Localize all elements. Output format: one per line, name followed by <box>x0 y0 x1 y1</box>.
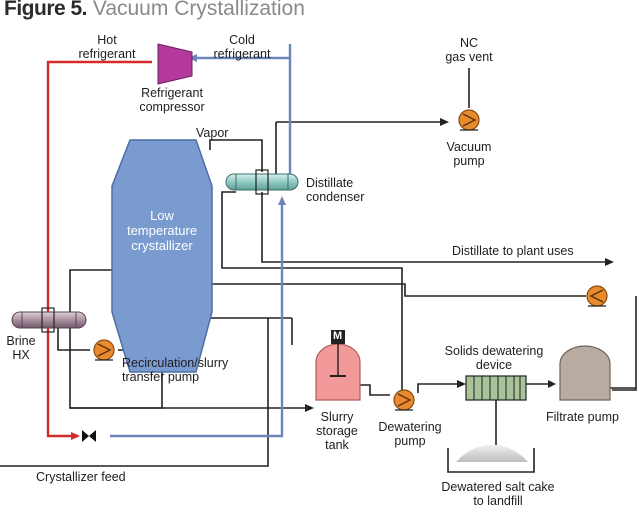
nc-gas-vent-label: NC gas vent <box>445 36 493 64</box>
crystallizer-label: Low temperature crystallizer <box>126 208 198 253</box>
salt-cake-bin <box>447 444 535 473</box>
distillate-line <box>261 192 605 263</box>
expansion-valve <box>82 430 96 442</box>
dewatered-salt-cake-label: Dewatered salt cake to landfill <box>441 480 555 508</box>
pump-to-device-line <box>417 383 462 393</box>
feed-line <box>0 318 269 467</box>
cold-refrigerant-label: Cold refrigerant <box>213 33 271 61</box>
low-temperature-crystallizer <box>111 139 213 373</box>
distillate-condenser <box>225 169 299 195</box>
crystallizer-feed-label: Crystallizer feed <box>36 470 126 484</box>
cold-line-return <box>110 204 284 438</box>
figure-number: Figure 5. <box>4 0 88 20</box>
dewatering-pump-symbol <box>393 389 415 411</box>
slurry-storage-tank-label: Slurry storage tank <box>316 410 358 452</box>
filtrate-pump-symbol <box>586 285 608 307</box>
filtrate-pump-label: Filtrate pump <box>546 410 619 424</box>
filtrate-return-line <box>208 283 637 391</box>
condensate-return-line <box>221 191 403 402</box>
dewatering-pump-label: Dewatering pump <box>378 420 442 448</box>
hot-line <box>46 60 152 438</box>
recirculation-pump-label: Recirculation/slurry transfer pump <box>122 356 229 384</box>
mixer-mark-label: M <box>333 330 343 342</box>
vacuum-pump-symbol <box>458 109 480 131</box>
solids-dewatering-device-label: Solids dewatering device <box>444 344 544 372</box>
arrow-to-filtrate <box>548 380 556 388</box>
distillate-to-plant-uses-label: Distillate to plant uses <box>452 244 574 258</box>
recirculation-pump-symbol <box>93 339 115 361</box>
arrow-distillate <box>605 258 614 266</box>
vacuum-pump-label: Vacuum pump <box>446 140 492 168</box>
process-lines <box>0 68 637 467</box>
arrow-to-device <box>457 380 466 388</box>
brine-hx-label: Brine HX <box>6 334 36 362</box>
solids-dewatering-device <box>465 375 527 401</box>
figure-title: Figure 5. Vacuum Crystallization <box>4 0 305 21</box>
tank-to-pump-line <box>360 384 390 396</box>
recirc-line <box>57 318 90 351</box>
vapor-line <box>209 139 263 172</box>
refrigerant-compressor <box>157 43 193 85</box>
arrow-cold-up <box>278 196 286 205</box>
arrow-slurry <box>305 404 314 412</box>
arrow-vacuum <box>440 118 449 126</box>
brine-hx <box>11 307 87 333</box>
filtrate-tank <box>559 345 611 401</box>
hot-refrigerant-lines <box>46 60 152 438</box>
distillate-condenser-label: Distillate condenser <box>306 176 365 204</box>
recirc-inlet-line <box>205 317 293 345</box>
hot-refrigerant-label: Hot refrigerant <box>78 33 136 61</box>
arrow-hot <box>71 432 80 440</box>
vapor-label: Vapor <box>196 126 229 140</box>
cold-refrigerant-lines <box>110 44 292 438</box>
figure-caption: Vacuum Crystallization <box>92 0 305 20</box>
mixer-motor <box>331 330 345 344</box>
refrigerant-compressor-label: Refrigerant compressor <box>139 86 205 114</box>
slurry-storage-tank <box>315 330 361 401</box>
